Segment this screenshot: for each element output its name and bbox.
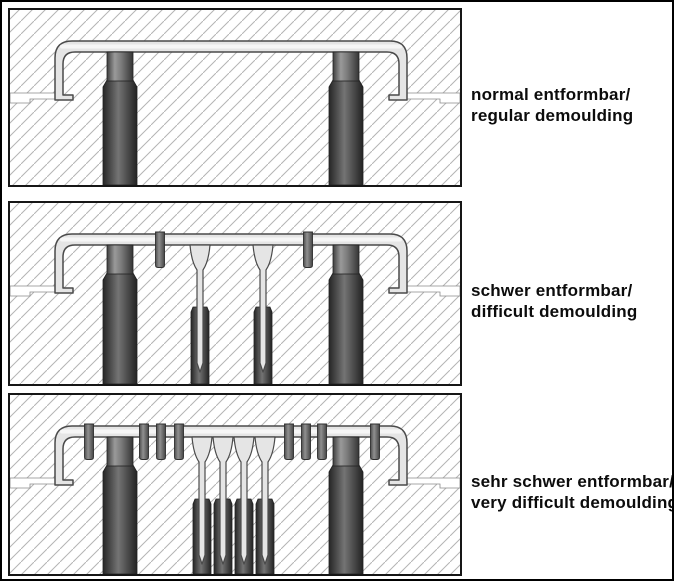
mold-cross-section	[8, 8, 462, 187]
diagram-very-difficult-demoulding	[8, 393, 462, 576]
caption-very-difficult-german: sehr schwer entformbar/	[471, 471, 674, 491]
caption-regular: normal entformbar/ regular demoulding	[471, 84, 633, 126]
core-pin	[284, 423, 294, 460]
core-pin	[303, 231, 313, 268]
part-deep-rib	[233, 436, 255, 565]
ejector-pin-sleeve	[102, 464, 138, 575]
caption-very-difficult: sehr schwer entformbar/ very difficult d…	[471, 471, 674, 513]
caption-regular-english: regular demoulding	[471, 105, 634, 125]
core-pin	[84, 423, 94, 460]
ejector-pin-sleeve	[328, 79, 364, 186]
diagram-border	[8, 393, 462, 576]
part-deep-rib	[252, 244, 274, 373]
mold-block-hatching	[10, 203, 460, 384]
caption-difficult: schwer entformbar/ difficult demoulding	[471, 280, 637, 322]
diagram-border	[8, 8, 462, 187]
part-deep-rib	[191, 436, 213, 565]
part-deep-rib	[212, 436, 234, 565]
mold-block-hatching	[10, 10, 460, 185]
figure-row-very-difficult: sehr schwer entformbar/ very difficult d…	[8, 393, 672, 576]
part-deep-rib	[254, 436, 276, 565]
core-pin	[155, 231, 165, 268]
diagram-border	[8, 201, 462, 386]
ejector-pin-sleeve	[102, 272, 138, 385]
core-pin	[139, 423, 149, 460]
diagram-difficult-demoulding	[8, 201, 462, 386]
figure-row-regular: normal entformbar/ regular demoulding	[8, 8, 672, 187]
core-pin	[370, 423, 380, 460]
core-pin	[156, 423, 166, 460]
part-deep-rib	[189, 244, 211, 373]
core-pin	[301, 423, 311, 460]
caption-very-difficult-english: very difficult demoulding	[471, 492, 674, 512]
ejector-pin-sleeve	[102, 79, 138, 186]
ejector-pin	[106, 244, 134, 275]
ejector-pin	[332, 51, 360, 82]
ejector-pin-sleeve	[328, 272, 364, 385]
ejector-pin-sleeve	[328, 464, 364, 575]
mold-cross-section	[8, 201, 462, 386]
ejector-pin	[332, 436, 360, 467]
core-pin	[317, 423, 327, 460]
diagram-regular-demoulding	[8, 8, 462, 187]
caption-difficult-german: schwer entformbar/	[471, 280, 633, 300]
caption-difficult-english: difficult demoulding	[471, 301, 638, 321]
ejector-pin	[106, 436, 134, 467]
mold-cross-section	[8, 393, 462, 576]
ejector-pin	[332, 244, 360, 275]
core-pin	[174, 423, 184, 460]
ejector-pin	[106, 51, 134, 82]
caption-regular-german: normal entformbar/	[471, 84, 631, 104]
figure-row-difficult: schwer entformbar/ difficult demoulding	[8, 201, 672, 386]
